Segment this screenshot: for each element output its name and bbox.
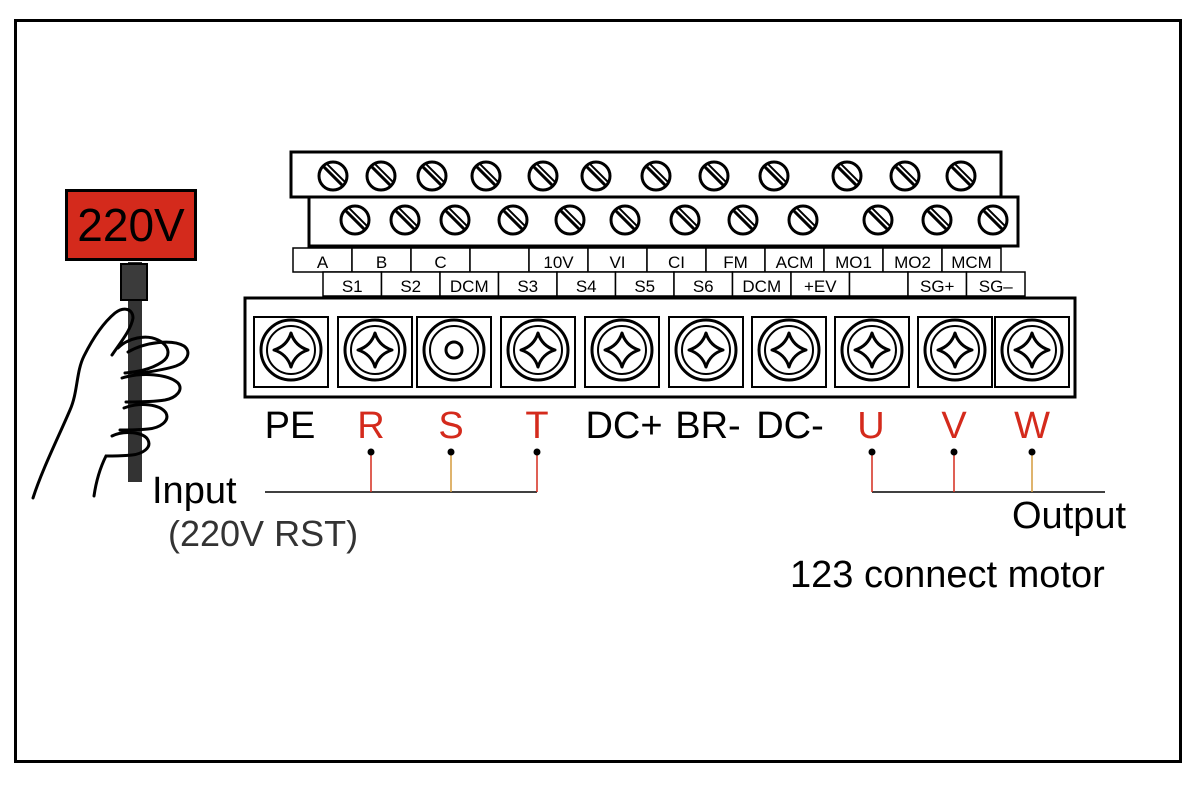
cross-screw-icon bbox=[751, 316, 827, 388]
slotted-screw-icon bbox=[339, 204, 371, 236]
power-terminal-label: BR- bbox=[675, 405, 740, 447]
input-subtitle: (220V RST) bbox=[168, 513, 359, 554]
voltage-badge-text: 220V bbox=[77, 199, 185, 251]
control-terminal-label: S1 bbox=[342, 277, 363, 296]
diagram-frame bbox=[14, 19, 1182, 763]
power-terminal-label: PE bbox=[265, 405, 316, 447]
slotted-screw-icon bbox=[945, 160, 977, 192]
power-terminal-label: V bbox=[941, 405, 967, 447]
input-title: Input bbox=[152, 470, 237, 512]
control-terminal-label: S3 bbox=[517, 277, 538, 296]
slotted-screw-icon bbox=[527, 160, 559, 192]
power-terminal-label: U bbox=[857, 405, 884, 447]
slotted-screw-icon bbox=[831, 160, 863, 192]
control-terminal-label: ACM bbox=[776, 253, 814, 272]
slotted-screw-icon bbox=[497, 204, 529, 236]
round-screw-icon bbox=[416, 316, 492, 388]
output-title: Output bbox=[1012, 495, 1127, 537]
slotted-screw-icon bbox=[365, 160, 397, 192]
cross-screw-icon bbox=[253, 316, 329, 388]
slotted-screw-icon bbox=[889, 160, 921, 192]
control-terminal-label: 10V bbox=[543, 253, 574, 272]
cross-screw-icon bbox=[500, 316, 576, 388]
slotted-screw-icon bbox=[580, 160, 612, 192]
control-terminal-label: MO2 bbox=[894, 253, 931, 272]
control-terminal-label: S2 bbox=[400, 277, 421, 296]
slotted-screw-icon bbox=[554, 204, 586, 236]
control-terminal-label: VI bbox=[609, 253, 625, 272]
power-terminal-label: R bbox=[357, 405, 384, 447]
control-terminal-label: DCM bbox=[742, 277, 781, 296]
control-terminal-label: A bbox=[317, 253, 329, 272]
cross-screw-icon bbox=[668, 316, 744, 388]
cross-screw-icon bbox=[994, 316, 1070, 388]
control-terminal-label: S4 bbox=[576, 277, 597, 296]
control-terminal-label: DCM bbox=[450, 277, 489, 296]
cross-screw-icon bbox=[917, 316, 993, 388]
control-terminal-label: B bbox=[376, 253, 387, 272]
slotted-screw-icon bbox=[977, 204, 1009, 236]
slotted-screw-icon bbox=[609, 204, 641, 236]
power-terminal-label: DC+ bbox=[585, 405, 662, 447]
cross-screw-icon bbox=[584, 316, 660, 388]
control-terminal-label: CI bbox=[668, 253, 685, 272]
slotted-screw-icon bbox=[669, 204, 701, 236]
power-terminal-label: DC- bbox=[756, 405, 824, 447]
output-subtitle: 123 connect motor bbox=[790, 554, 1105, 596]
cross-screw-icon bbox=[337, 316, 413, 388]
voltage-badge: 220V bbox=[65, 189, 197, 261]
slotted-screw-icon bbox=[640, 160, 672, 192]
control-terminal-label: C bbox=[434, 253, 446, 272]
slotted-screw-icon bbox=[470, 160, 502, 192]
slotted-screw-icon bbox=[921, 204, 953, 236]
control-label-row-top: A B C 10V VI CI FM ACM MO1 MO2 MCM bbox=[292, 247, 1002, 273]
control-terminal-label: FM bbox=[723, 253, 748, 272]
input-wiring bbox=[265, 448, 541, 493]
output-wiring bbox=[868, 448, 1105, 493]
slotted-screw-icon bbox=[698, 160, 730, 192]
control-terminal-label: S5 bbox=[634, 277, 655, 296]
slotted-screw-icon bbox=[439, 204, 471, 236]
slotted-screw-icon bbox=[389, 204, 421, 236]
hand-holding-cable-icon bbox=[31, 262, 190, 500]
slotted-screw-icon bbox=[787, 204, 819, 236]
control-block-lower bbox=[307, 195, 1020, 248]
control-label-row-bottom: S1 S2 DCM S3 S4 S5 S6 DCM +EV SG+ SG– bbox=[322, 271, 1026, 297]
control-terminal-label: +EV bbox=[804, 277, 837, 296]
power-terminal-label: W bbox=[1014, 405, 1050, 447]
power-terminal-label: S bbox=[438, 405, 463, 447]
slotted-screw-icon bbox=[758, 160, 790, 192]
slotted-screw-icon bbox=[862, 204, 894, 236]
cross-screw-icon bbox=[834, 316, 910, 388]
power-terminal-label: T bbox=[525, 405, 548, 447]
control-terminal-label: S6 bbox=[693, 277, 714, 296]
slotted-screw-icon bbox=[727, 204, 759, 236]
slotted-screw-icon bbox=[317, 160, 349, 192]
control-terminal-label: MCM bbox=[951, 253, 992, 272]
control-terminal-label: MO1 bbox=[835, 253, 872, 272]
slotted-screw-icon bbox=[416, 160, 448, 192]
control-terminal-label: SG– bbox=[979, 277, 1014, 296]
control-terminal-label: SG+ bbox=[920, 277, 955, 296]
